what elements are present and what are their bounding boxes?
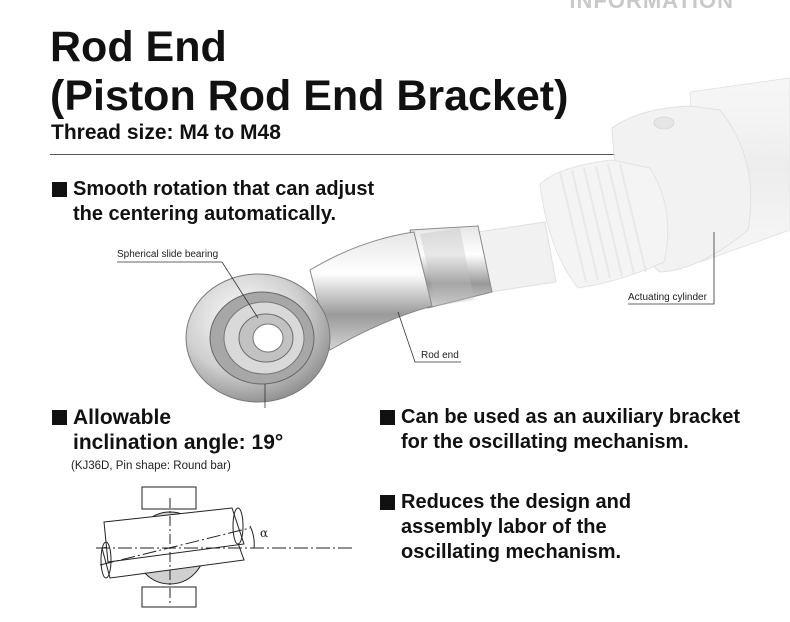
bullet-square-icon [380,410,395,425]
bullet-square-icon [52,182,67,197]
actuating-cylinder [477,77,790,293]
feature-line-1: Smooth rotation that can adjust [73,178,375,200]
feature-line-1: Allowable [73,406,172,429]
feature-smooth-rotation: Smooth rotation that can adjust the cent… [52,177,472,227]
section-tag: INFORMATION [569,0,734,13]
feature-line-1: Reduces the design and [401,491,632,513]
feature-inclination-angle: Allowable inclination angle: 19° [52,405,352,455]
rod-end-leader [397,311,461,363]
inclination-diagram [96,486,352,608]
feature-line-1: Can be used as an auxiliary bracket [401,406,741,428]
feature-line-2: inclination angle: 19° [73,431,284,454]
feature-line-2: the centering automatically. [73,203,337,225]
rod-end [185,225,493,403]
bullet-square-icon [380,495,395,510]
title-line-2: (Piston Rod End Bracket) [50,72,569,120]
cylinder-leader [628,232,715,305]
feature-auxiliary-bracket: Can be used as an auxiliary bracket for … [380,405,780,455]
feature-line-3: oscillating mechanism. [401,541,622,563]
label-rod-end: Rod end [421,350,459,361]
page-subtitle: Thread size: M4 to M48 [51,121,281,144]
label-actuating-cylinder: Actuating cylinder [628,292,707,303]
title-divider [50,154,616,155]
feature-line-2: for the oscillating mechanism. [401,431,689,453]
label-angle-alpha: α [260,526,269,540]
inclination-note: (KJ36D, Pin shape: Round bar) [71,460,231,472]
bearing-leader [117,261,259,319]
page-title: Rod End (Piston Rod End Bracket) [50,23,568,121]
feature-line-2: assembly labor of the [401,516,607,538]
label-spherical-bearing: Spherical slide bearing [117,249,219,260]
feature-reduces-labor: Reduces the design and assembly labor of… [380,490,780,565]
title-line-1: Rod End [50,23,227,71]
bullet-square-icon [52,410,67,425]
